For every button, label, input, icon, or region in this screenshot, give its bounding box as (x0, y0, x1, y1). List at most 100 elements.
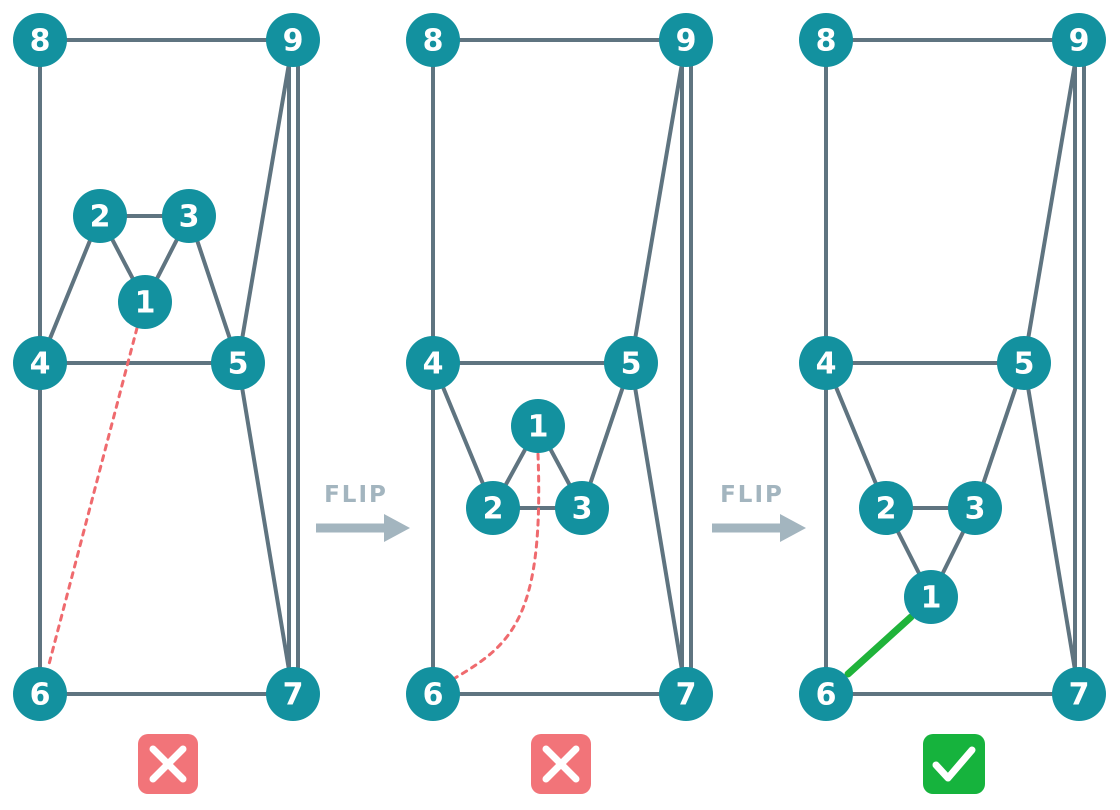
node-2: 2 (466, 481, 520, 535)
node-9: 9 (266, 13, 320, 67)
node-circle (266, 667, 320, 721)
result-badge-1 (138, 734, 198, 794)
node-label: 5 (1014, 347, 1035, 382)
node-6: 6 (13, 667, 67, 721)
node-circle (799, 667, 853, 721)
flip-arrow-1-head-icon (384, 514, 410, 542)
node-label: 9 (676, 24, 697, 59)
node-8: 8 (13, 13, 67, 67)
node-label: 5 (621, 347, 642, 382)
node-circle (466, 481, 520, 535)
node-circle (73, 189, 127, 243)
node-circle (13, 667, 67, 721)
node-7: 7 (266, 667, 320, 721)
node-2: 2 (73, 189, 127, 243)
node-circle (799, 13, 853, 67)
node-9: 9 (659, 13, 713, 67)
node-label: 8 (423, 24, 444, 59)
node-circle (659, 13, 713, 67)
edge-9-5 (1022, 38, 1081, 365)
node-7: 7 (1052, 667, 1106, 721)
node-circle (406, 336, 460, 390)
node-label: 1 (528, 410, 549, 445)
pass-badge (923, 734, 985, 794)
node-8: 8 (406, 13, 460, 67)
result-badge-2 (531, 734, 591, 794)
node-9: 9 (1052, 13, 1106, 67)
node-label: 7 (283, 678, 304, 713)
node-label: 3 (179, 200, 200, 235)
flip-label-2: FLIP (720, 482, 784, 508)
node-circle (604, 336, 658, 390)
node-circle (1052, 667, 1106, 721)
node-4: 4 (799, 336, 853, 390)
node-circle (997, 336, 1051, 390)
panel-original: 8 9 2 3 1 4 5 6 7 (13, 13, 320, 721)
panel-flipped-twice: 8 9 4 5 2 3 1 6 7 (799, 13, 1106, 721)
node-1: 1 (118, 275, 172, 329)
node-label: 1 (921, 581, 942, 616)
node-circle (1052, 13, 1106, 67)
node-label: 2 (876, 492, 897, 527)
fail-icon (149, 745, 187, 783)
node-4: 4 (13, 336, 67, 390)
node-circle (948, 481, 1002, 535)
edge-5-7 (629, 361, 688, 696)
node-3: 3 (555, 481, 609, 535)
node-circle (118, 275, 172, 329)
flip-arrow-1: FLIP (316, 482, 410, 542)
node-circle (406, 667, 460, 721)
node-circle (266, 13, 320, 67)
flip-label-1: FLIP (324, 482, 388, 508)
node-label: 7 (1069, 678, 1090, 713)
node-label: 4 (423, 347, 444, 382)
check-icon (932, 746, 976, 782)
node-1: 1 (511, 399, 565, 453)
node-2: 2 (859, 481, 913, 535)
node-8: 8 (799, 13, 853, 67)
edge-5-7 (236, 361, 295, 696)
node-label: 3 (965, 492, 986, 527)
edge-5-7 (1022, 361, 1081, 696)
node-4: 4 (406, 336, 460, 390)
node-7: 7 (659, 667, 713, 721)
node-5: 5 (211, 336, 265, 390)
flip-arrow-2: FLIP (712, 482, 806, 542)
node-label: 3 (572, 492, 593, 527)
node-label: 6 (423, 678, 444, 713)
node-1: 1 (904, 570, 958, 624)
node-5: 5 (997, 336, 1051, 390)
node-5: 5 (604, 336, 658, 390)
node-circle (211, 336, 265, 390)
node-circle (659, 667, 713, 721)
edge-9-5 (236, 38, 295, 365)
node-6: 6 (799, 667, 853, 721)
node-label: 8 (30, 24, 51, 59)
new-edge-1-6-invalid (453, 452, 541, 680)
node-circle (904, 570, 958, 624)
node-label: 1 (135, 286, 156, 321)
node-label: 9 (1069, 24, 1090, 59)
edge-9-5 (629, 38, 688, 365)
node-label: 6 (30, 678, 51, 713)
node-label: 7 (676, 678, 697, 713)
panel-flipped-once: 8 9 4 5 1 2 3 6 7 (406, 13, 713, 721)
node-circle (511, 399, 565, 453)
fail-icon (542, 745, 580, 783)
node-label: 8 (816, 24, 837, 59)
node-label: 6 (816, 678, 837, 713)
node-label: 5 (228, 347, 249, 382)
node-circle (406, 13, 460, 67)
node-circle (13, 336, 67, 390)
node-3: 3 (948, 481, 1002, 535)
node-label: 9 (283, 24, 304, 59)
node-label: 2 (483, 492, 504, 527)
result-badge-3 (923, 734, 985, 794)
flip-arrow-2-head-icon (780, 514, 806, 542)
new-edge-1-6-invalid (46, 326, 139, 670)
node-circle (859, 481, 913, 535)
node-circle (13, 13, 67, 67)
node-6: 6 (406, 667, 460, 721)
